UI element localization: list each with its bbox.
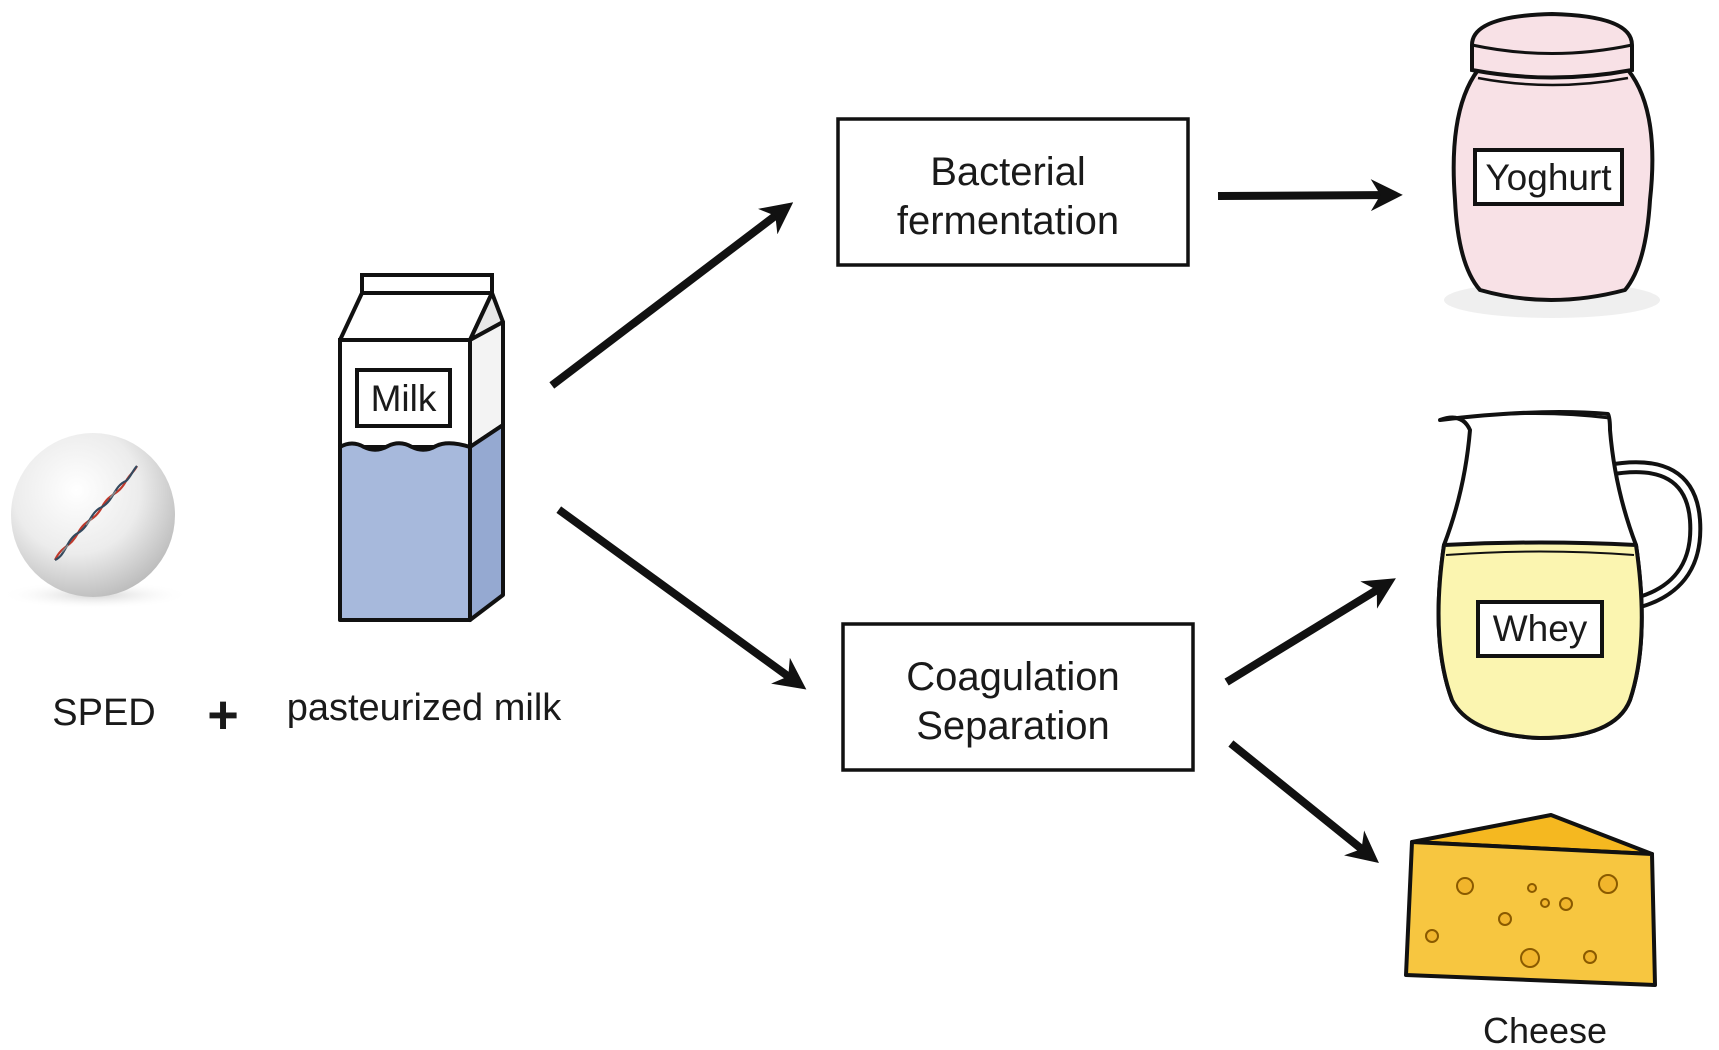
cheese-label: Cheese (1483, 1010, 1607, 1050)
fermentation-box: Bacterial fermentation (836, 117, 1190, 267)
arrow-to-coagulation (556, 506, 807, 690)
yoghurt-jar-icon: Yoghurt (1444, 11, 1660, 318)
dna-sphere-icon (0, 433, 190, 609)
carton-tag-label: Milk (371, 378, 437, 419)
sped-label: SPED (52, 692, 155, 734)
coagulation-line1: Coagulation (906, 655, 1120, 699)
cheese-wedge-icon (1404, 813, 1657, 987)
pasteurized-milk-label: pasteurized milk (287, 687, 563, 729)
carton-tag-box (355, 368, 452, 428)
milk-carton-icon: Milk (338, 273, 505, 622)
coagulation-box: Coagulation Separation (841, 622, 1195, 772)
plus-sign: + (207, 685, 239, 745)
arrow-to-yoghurt (1217, 179, 1403, 212)
yoghurt-tag-label: Yoghurt (1485, 157, 1612, 198)
coagulation-line2: Separation (916, 704, 1109, 748)
dna-helix-icon (54, 465, 138, 562)
whey-pitcher-icon: Whey (1436, 410, 1703, 740)
fermentation-line1: Bacterial (930, 150, 1086, 194)
arrow-to-fermentation (549, 202, 794, 389)
arrow-to-whey (1224, 578, 1396, 686)
fermentation-line2: fermentation (897, 199, 1119, 243)
whey-tag-label: Whey (1493, 608, 1588, 649)
arrow-to-cheese (1228, 740, 1379, 864)
